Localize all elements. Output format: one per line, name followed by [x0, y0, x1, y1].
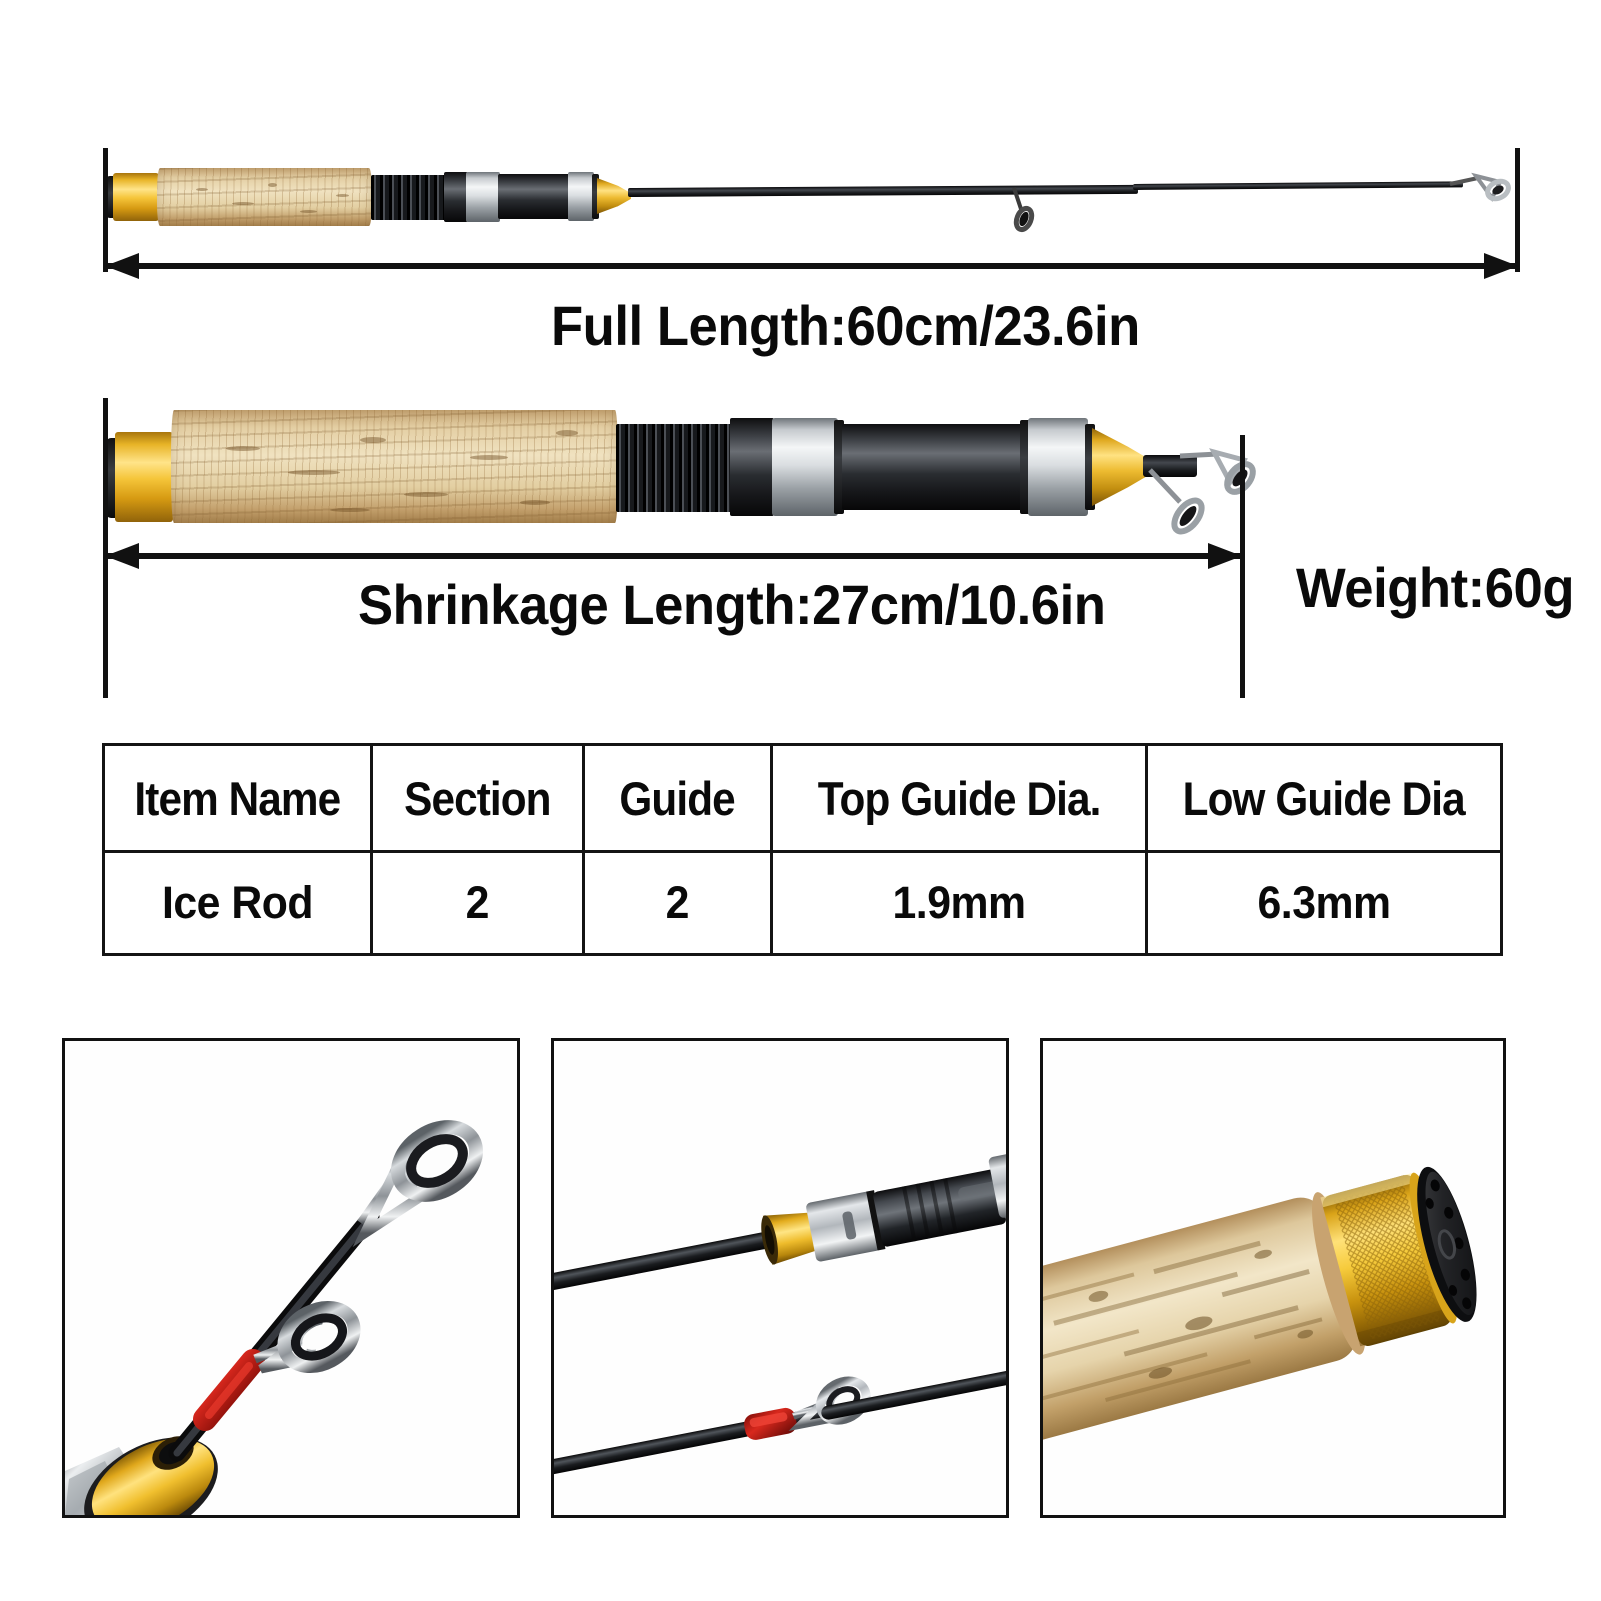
full-length-extension-line-left: [103, 148, 108, 272]
collapsed-rod-illustration: [0, 0, 1601, 720]
cork-speck: [470, 455, 508, 460]
foregrip-collar: [568, 172, 594, 221]
detail-panel-cork-handle-butt-cap: [1040, 1038, 1506, 1518]
cork-handle-butt-cap-photo: [1043, 1041, 1503, 1515]
full-length-label: Full Length:60cm/23.6in: [551, 294, 1140, 357]
header-low-guide-dia: Low Guide Dia: [1145, 743, 1503, 853]
shrinkage-length-label: Shrinkage Length:27cm/10.6in: [358, 573, 1106, 636]
rod-tip-top-guide: [1449, 172, 1511, 202]
shrinkage-dimension-line: [108, 553, 1242, 559]
full-length-arrow-left: [105, 253, 139, 279]
foregrip-o-ring: [592, 174, 599, 219]
collapsed-collar-o-ring-c: [1085, 424, 1095, 510]
full-length-arrow-right: [1484, 253, 1518, 279]
cork-speck: [360, 437, 386, 443]
collapsed-reel-seat-collar: [772, 418, 838, 516]
collapsed-protruding-blank: [1143, 455, 1197, 477]
cell-low-guide-dia: 6.3mm: [1145, 850, 1503, 956]
header-top-guide-dia: Top Guide Dia.: [770, 743, 1148, 853]
header-section: Section: [370, 743, 585, 853]
collapsed-foregrip-collar: [1028, 418, 1088, 516]
rod-tip-guides-photo: [65, 1041, 517, 1515]
collapsed-gold-butt-cap: [115, 432, 173, 522]
detail-panel-ferrule-and-guide: [551, 1038, 1009, 1518]
collapsed-cork-grip: [171, 410, 618, 523]
table-header-row: Item Name Section Guide Top Guide Dia. L…: [102, 743, 1503, 853]
table-row: Ice Rod 2 2 1.9mm 6.3mm: [102, 850, 1503, 956]
cork-speck: [196, 188, 208, 191]
shrinkage-arrow-right: [1208, 543, 1242, 569]
ferrule-and-guide-photo: [554, 1041, 1006, 1515]
cork-grip: [157, 168, 372, 226]
header-guide: Guide: [582, 743, 773, 853]
cell-section: 2: [370, 850, 585, 956]
cell-item-name: Ice Rod: [102, 850, 373, 956]
cork-speck: [404, 492, 448, 497]
weight-extension-line: [1240, 435, 1245, 698]
collapsed-guide-upper: [1179, 448, 1256, 495]
weight-label: Weight:60g: [1296, 556, 1575, 619]
cork-speck: [232, 202, 254, 205]
cork-speck: [268, 183, 277, 187]
butt-end-ring: [106, 176, 115, 218]
detail-panel-rod-tip-guides: [62, 1038, 520, 1518]
collapsed-collar-o-ring-b: [1020, 420, 1030, 514]
collapsed-foregrip: [842, 424, 1024, 510]
full-length-extension-line-right: [1515, 148, 1520, 272]
reel-seat-threads: [371, 175, 446, 220]
cork-speck: [336, 194, 349, 197]
header-item-name: Item Name: [102, 743, 373, 853]
cell-top-guide-dia: 1.9mm: [770, 850, 1148, 956]
cork-speck: [330, 508, 370, 512]
cell-guide: 2: [582, 850, 773, 956]
cork-speck: [556, 430, 578, 436]
collapsed-collar-o-ring-a: [834, 420, 844, 514]
rod-guide-middle: [1012, 187, 1035, 233]
specification-table: Item Name Section Guide Top Guide Dia. L…: [102, 743, 1503, 956]
collapsed-reel-seat-lock-nut: [730, 418, 774, 516]
cork-speck: [288, 470, 340, 475]
shrinkage-arrow-left: [105, 543, 139, 569]
extended-rod-illustration: [0, 0, 1601, 270]
reel-seat-collar: [466, 172, 500, 222]
gold-butt-cap: [113, 173, 159, 221]
reel-seat-lock-nut: [444, 172, 468, 222]
cork-speck: [300, 210, 317, 213]
cork-speck: [226, 446, 260, 451]
collapsed-reel-seat-threads: [616, 424, 732, 512]
cork-speck: [520, 500, 550, 505]
full-length-dimension-line: [108, 263, 1516, 269]
foregrip: [498, 174, 570, 219]
collapsed-guide-lower: [1148, 468, 1205, 535]
collapsed-butt-end-ring: [106, 438, 117, 518]
